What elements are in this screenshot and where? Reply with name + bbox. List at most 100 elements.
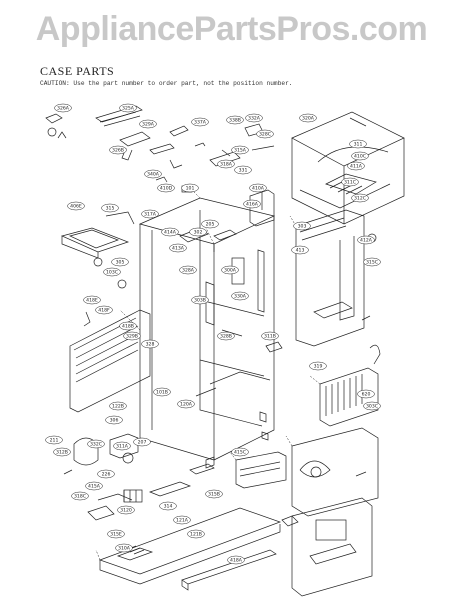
callout-oval — [161, 227, 179, 237]
callout-text: 303B — [194, 298, 206, 304]
compressor-group — [63, 433, 143, 521]
callout-oval — [67, 201, 85, 211]
callout-text: 329A — [142, 122, 155, 128]
callout-57: 207 — [133, 437, 151, 447]
callout-0: 326A — [54, 103, 72, 113]
callout-oval — [299, 113, 317, 123]
callout-oval — [293, 221, 311, 231]
callout-text: 101 — [186, 186, 195, 192]
callout-text: 300A — [224, 268, 237, 274]
callout-30: 303B — [191, 295, 209, 305]
callout-1: 325A — [119, 103, 137, 113]
callout-text: 311A — [116, 444, 129, 450]
leader-lines — [95, 187, 321, 561]
callout-54: 312B — [53, 447, 71, 457]
callout-26: 413A — [169, 243, 187, 253]
callout-oval — [341, 177, 359, 187]
callout-oval — [123, 331, 141, 341]
callout-text: 318A — [220, 162, 233, 168]
right-door-liner — [295, 209, 377, 347]
callout-oval — [243, 199, 261, 209]
callout-text: 328C — [259, 132, 271, 138]
callout-text: 329B — [126, 334, 138, 340]
callout-oval — [234, 165, 252, 175]
callout-text: 330A — [234, 294, 247, 300]
mid-bottom-parts — [195, 387, 287, 489]
callout-62: 315E — [107, 529, 125, 539]
callout-text: 311 — [354, 142, 363, 148]
callout-oval — [53, 447, 71, 457]
callout-text: 120A — [180, 402, 193, 408]
callout-text: 412A — [360, 238, 373, 244]
left-tray — [60, 211, 135, 267]
callout-text: 326B — [112, 148, 124, 154]
callout-65: 121A — [173, 515, 191, 525]
callout-text: 314 — [164, 504, 173, 510]
callout-oval — [191, 117, 209, 127]
callout-text: 413 — [296, 248, 305, 254]
callout-text: 121B — [190, 532, 202, 538]
callout-oval — [231, 145, 249, 155]
callout-text: 101B — [156, 390, 168, 396]
callout-text: 122B — [112, 404, 124, 410]
callout-41: 101B — [153, 387, 171, 397]
callout-text: 211 — [50, 438, 59, 444]
callout-text: 411A — [350, 164, 363, 170]
callout-45: 303 — [293, 221, 311, 231]
callout-oval — [363, 401, 381, 411]
main-cabinet — [138, 197, 276, 461]
callout-oval — [54, 103, 72, 113]
callout-text: 302 — [194, 230, 203, 236]
callout-oval — [111, 257, 129, 267]
callout-51: 620 — [357, 389, 375, 399]
callout-text: 207 — [138, 440, 147, 446]
callout-38: 418B — [119, 321, 137, 331]
callout-oval — [181, 183, 199, 193]
callout-text: 315A — [234, 148, 247, 154]
callout-22: 410A — [249, 183, 267, 193]
callout-oval — [349, 139, 367, 149]
callout-text: 312B — [56, 450, 68, 456]
callout-text: 318C — [74, 494, 86, 500]
callout-31: 300A — [221, 265, 239, 275]
callout-text: 418E — [86, 298, 98, 304]
callout-oval — [351, 151, 369, 161]
callout-44: 306 — [105, 415, 123, 425]
callout-53: 211 — [45, 435, 63, 445]
callout-39: 329B — [123, 331, 141, 341]
left-side-panel — [69, 279, 151, 413]
callout-text: 303C — [366, 404, 378, 410]
callout-text: 303 — [298, 224, 307, 230]
callout-text: 315 — [106, 206, 115, 212]
callout-oval — [103, 267, 121, 277]
callout-text: 121A — [176, 518, 189, 524]
callout-32: 330A — [231, 291, 249, 301]
callout-text: 338B — [229, 118, 241, 124]
callout-68: 315B — [205, 489, 223, 499]
callout-text: 311B — [264, 334, 276, 340]
callout-27: 205 — [201, 219, 219, 229]
callout-oval — [227, 555, 245, 565]
callout-2: 329A — [139, 119, 157, 129]
callout-67: 418A — [227, 555, 245, 565]
callout-text: 306 — [110, 418, 119, 424]
watermark: AppliancePartsPros.com — [35, 10, 428, 48]
callout-oval — [351, 193, 369, 203]
callout-oval — [113, 441, 131, 451]
callout-oval — [249, 183, 267, 193]
callout-60: 318C — [71, 491, 89, 501]
callout-oval — [115, 543, 133, 553]
callout-oval — [245, 113, 263, 123]
callout-text: 340A — [147, 172, 160, 178]
callout-text: 315B — [208, 492, 220, 498]
callout-oval — [71, 491, 89, 501]
callout-oval — [231, 291, 249, 301]
callout-oval — [309, 361, 327, 371]
callout-text: 328 — [146, 342, 155, 348]
callout-oval — [231, 447, 249, 457]
top-right-drawer — [291, 111, 405, 225]
callout-9: 318A — [217, 159, 235, 169]
evaporator-coil — [319, 344, 381, 427]
callout-47: 413 — [291, 245, 309, 255]
